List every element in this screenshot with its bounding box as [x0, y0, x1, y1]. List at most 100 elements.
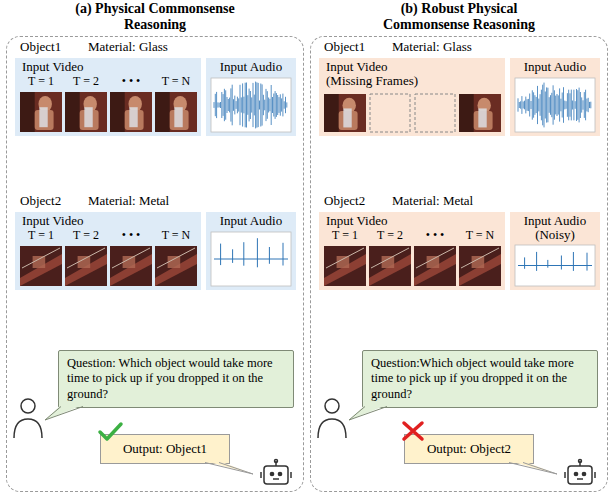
- frame-glass: [39, 107, 47, 127]
- bubble-tail-edge: [45, 406, 83, 420]
- user-body: [318, 419, 346, 438]
- frame-hand: [337, 256, 350, 268]
- audio-waveform: [518, 83, 591, 128]
- frame-ground: [459, 94, 501, 132]
- object-name: Object1: [20, 40, 61, 55]
- frame-object: [110, 254, 152, 286]
- frame-ground: [369, 246, 411, 286]
- video-frame: [369, 246, 411, 286]
- frame-metal: [371, 248, 409, 268]
- frame-hand: [168, 256, 181, 268]
- missing-frame: [415, 94, 455, 132]
- frame-glass: [84, 107, 92, 127]
- frame-ground: [414, 246, 456, 286]
- check-mark: [97, 422, 123, 444]
- frame-glass: [343, 108, 351, 127]
- waveform-box: [211, 78, 291, 132]
- frame-metal: [326, 248, 364, 268]
- robot-eye: [574, 472, 577, 475]
- check-stroke: [100, 424, 121, 439]
- cross-mark: [401, 422, 427, 444]
- video-frame: [20, 246, 62, 286]
- missing-frame: [370, 94, 410, 132]
- waveform-box: [515, 245, 595, 286]
- frame-hand: [472, 256, 485, 268]
- frame-ground: [65, 246, 107, 286]
- video-frame: [155, 92, 197, 132]
- video-frame: [414, 246, 456, 286]
- user-head: [21, 399, 35, 413]
- audio-input-box: Input Audio: [206, 58, 296, 136]
- robot-head: [264, 466, 288, 484]
- material-label: Material: Glass: [88, 40, 168, 55]
- frame-ground: [324, 246, 366, 286]
- frame-metal: [461, 248, 499, 268]
- material-label: Material: Metal: [392, 194, 473, 209]
- video-input-box: Input VideoT = 1T = 2• • •T = N: [319, 212, 505, 290]
- frame-shadow: [155, 92, 170, 132]
- panel-title: (b) Robust Physical Commonsense Reasonin…: [359, 1, 559, 33]
- video-frame: [459, 94, 501, 132]
- frame-hand: [78, 256, 91, 268]
- robot-ear: [594, 472, 596, 478]
- robot-eye: [278, 472, 281, 475]
- frame-object: [65, 254, 107, 286]
- frame-object: [369, 254, 411, 286]
- frame-metal: [112, 248, 150, 268]
- output-bubble: Output: Object1: [100, 434, 230, 464]
- bubble-tail: [205, 462, 257, 478]
- video-frame: [65, 92, 107, 132]
- output-bubble: Output: Object2: [404, 434, 534, 464]
- video-frame: [324, 94, 366, 132]
- frame-ground: [20, 92, 62, 132]
- frame-glass: [129, 107, 137, 127]
- object-name: Object2: [324, 194, 365, 209]
- frame-ground: [459, 246, 501, 286]
- bubble-tail-fill: [349, 405, 387, 420]
- bubble-tail-edge: [349, 406, 387, 420]
- frame-hand: [123, 256, 136, 268]
- frame-ground: [65, 92, 107, 132]
- user-head: [325, 399, 339, 413]
- time-step-label: • • •: [413, 229, 457, 243]
- user-body: [14, 419, 42, 438]
- robot-ear: [260, 472, 262, 478]
- video-label: Input Video: [22, 214, 83, 229]
- question-text: Question: Which object would take more t…: [67, 356, 285, 402]
- robot-mouth: [273, 478, 279, 480]
- audio-note: (Noisy): [510, 228, 600, 243]
- bubble-tail: [509, 462, 561, 478]
- robot-mouth: [577, 478, 583, 480]
- bubble-tail-fill: [205, 461, 253, 474]
- frame-ground: [20, 246, 62, 286]
- frame-object: [324, 254, 366, 286]
- video-frame: [324, 246, 366, 286]
- user-icon: [14, 399, 42, 438]
- video-label: Input Video: [22, 60, 83, 75]
- robot-antenna-tip: [579, 460, 582, 463]
- material-label: Material: Glass: [392, 40, 472, 55]
- video-input-box: Input VideoT = 1T = 2• • •T = N: [15, 58, 201, 136]
- bubble-tail-fill: [45, 405, 83, 420]
- audio-waveform: [214, 82, 287, 129]
- waveform-box: [211, 232, 291, 286]
- frame-hand: [33, 256, 46, 268]
- robot-icon: [261, 460, 291, 485]
- audio-input-box: Input Audio: [206, 212, 296, 290]
- robot-ear: [290, 472, 292, 478]
- waveform-box: [515, 78, 595, 132]
- question-bubble: Question: Which object would take more t…: [58, 350, 294, 408]
- cross-stroke: [404, 423, 422, 439]
- time-step-label: T = N: [458, 229, 502, 243]
- video-frame: [110, 246, 152, 286]
- output-text: Output: Object2: [427, 442, 511, 457]
- audio-waveform: [214, 238, 288, 267]
- frame-object: [20, 254, 62, 286]
- frame-shadow: [324, 94, 339, 132]
- video-frame: [65, 246, 107, 286]
- bubble-tail-edge: [509, 463, 557, 475]
- robot-eye: [582, 472, 585, 475]
- bubble-tail: [347, 406, 393, 422]
- video-frame: [155, 246, 197, 286]
